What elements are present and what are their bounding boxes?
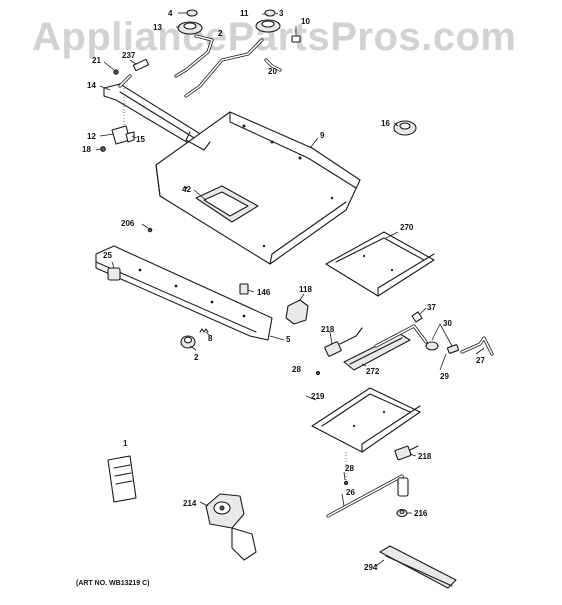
- orifice-part-37[interactable]: [411, 311, 423, 323]
- callout-8[interactable]: 8: [208, 334, 213, 343]
- callout-146[interactable]: 146: [257, 288, 271, 297]
- art-number: (ART NO. WB13219 C): [76, 580, 150, 587]
- callout-20[interactable]: 20: [268, 67, 277, 76]
- grommet-part-16[interactable]: [393, 120, 417, 136]
- callout-30[interactable]: 30: [443, 319, 452, 328]
- gas-line-part-27[interactable]: [460, 336, 494, 356]
- callout-37[interactable]: 37: [427, 303, 436, 312]
- callout-270[interactable]: 270: [400, 223, 414, 232]
- orifice-holder-part-29[interactable]: [447, 344, 459, 354]
- broil-burner-part-272[interactable]: [343, 333, 411, 371]
- leader-lines: [95, 12, 485, 567]
- callout-13[interactable]: 13: [153, 23, 162, 32]
- valve-part-237[interactable]: [132, 58, 150, 72]
- callout-218-lower[interactable]: 218: [418, 452, 432, 461]
- callout-42[interactable]: 42: [182, 185, 191, 194]
- nut-part-216[interactable]: [396, 508, 408, 518]
- callout-206[interactable]: 206: [121, 219, 135, 228]
- callout-5[interactable]: 5: [286, 335, 291, 344]
- heat-shield-part-270[interactable]: [325, 231, 435, 297]
- callout-2-knob[interactable]: 2: [194, 353, 199, 362]
- callout-272[interactable]: 272: [366, 367, 380, 376]
- callout-218-upper[interactable]: 218: [321, 325, 335, 334]
- callout-216[interactable]: 216: [414, 509, 428, 518]
- burner-cap-part-3[interactable]: [264, 9, 276, 17]
- knob-part-2[interactable]: [180, 335, 196, 349]
- clip-part-15[interactable]: [125, 131, 135, 143]
- bake-burner-part-26[interactable]: [326, 474, 409, 518]
- screw-part-21[interactable]: [113, 69, 119, 75]
- manifold-panel-part-5[interactable]: [95, 245, 273, 341]
- baffle-part-219[interactable]: [311, 387, 421, 453]
- callout-labels: 4 11 3 10 13 2 20 237 21 14 12 15 18 9 1…: [82, 9, 485, 572]
- callout-26[interactable]: 26: [346, 488, 355, 497]
- callout-16[interactable]: 16: [381, 119, 390, 128]
- callout-25[interactable]: 25: [103, 251, 112, 260]
- callout-18[interactable]: 18: [82, 145, 91, 154]
- access-cover-part-42[interactable]: [195, 185, 259, 223]
- gas-tubes-part-20[interactable]: [174, 34, 282, 98]
- callout-237[interactable]: 237: [122, 51, 136, 60]
- callout-11[interactable]: 11: [240, 9, 249, 18]
- callout-1[interactable]: 1: [123, 439, 128, 448]
- callout-219[interactable]: 219: [311, 392, 325, 401]
- callout-28-lower[interactable]: 28: [345, 464, 354, 473]
- callout-294[interactable]: 294: [364, 563, 378, 572]
- callout-15[interactable]: 15: [136, 135, 145, 144]
- callout-10[interactable]: 10: [301, 17, 310, 26]
- spark-switch-part-25[interactable]: [107, 267, 121, 281]
- burner-head-part-13[interactable]: [177, 21, 203, 35]
- igniter-switch-part-146[interactable]: [239, 283, 249, 295]
- callout-29[interactable]: 29: [440, 372, 449, 381]
- screw-part-28-lower[interactable]: [343, 480, 349, 486]
- burner-tube-part-30[interactable]: [374, 324, 439, 351]
- callout-118[interactable]: 118: [299, 285, 312, 294]
- burner-head-part-11[interactable]: [255, 19, 281, 33]
- literature-part-1[interactable]: [107, 455, 137, 503]
- screw-part-28-upper[interactable]: [315, 370, 321, 376]
- bracket-part-294[interactable]: [379, 545, 457, 589]
- callout-2-top[interactable]: 2: [218, 29, 223, 38]
- igniter-part-218-upper[interactable]: [324, 327, 363, 357]
- callout-9[interactable]: 9: [320, 131, 325, 140]
- callout-14[interactable]: 14: [87, 81, 96, 90]
- screw-part-18[interactable]: [100, 146, 106, 152]
- callout-4[interactable]: 4: [168, 9, 173, 18]
- burner-cap-part-4[interactable]: [186, 9, 198, 17]
- callout-28-upper[interactable]: 28: [292, 365, 301, 374]
- callout-12[interactable]: 12: [87, 132, 96, 141]
- pressure-regulator-part-214[interactable]: [205, 493, 257, 561]
- callout-214[interactable]: 214: [183, 499, 197, 508]
- screw-part-206[interactable]: [147, 227, 153, 233]
- callout-3[interactable]: 3: [279, 9, 284, 18]
- spark-module-part-118[interactable]: [285, 299, 309, 325]
- burner-box-part-9[interactable]: [155, 111, 361, 265]
- spring-part-8[interactable]: [199, 328, 209, 333]
- burner-orifice-part-10[interactable]: [291, 35, 301, 43]
- igniter-part-218-lower[interactable]: [394, 445, 419, 461]
- callout-27[interactable]: 27: [476, 356, 485, 365]
- callout-21[interactable]: 21: [92, 56, 101, 65]
